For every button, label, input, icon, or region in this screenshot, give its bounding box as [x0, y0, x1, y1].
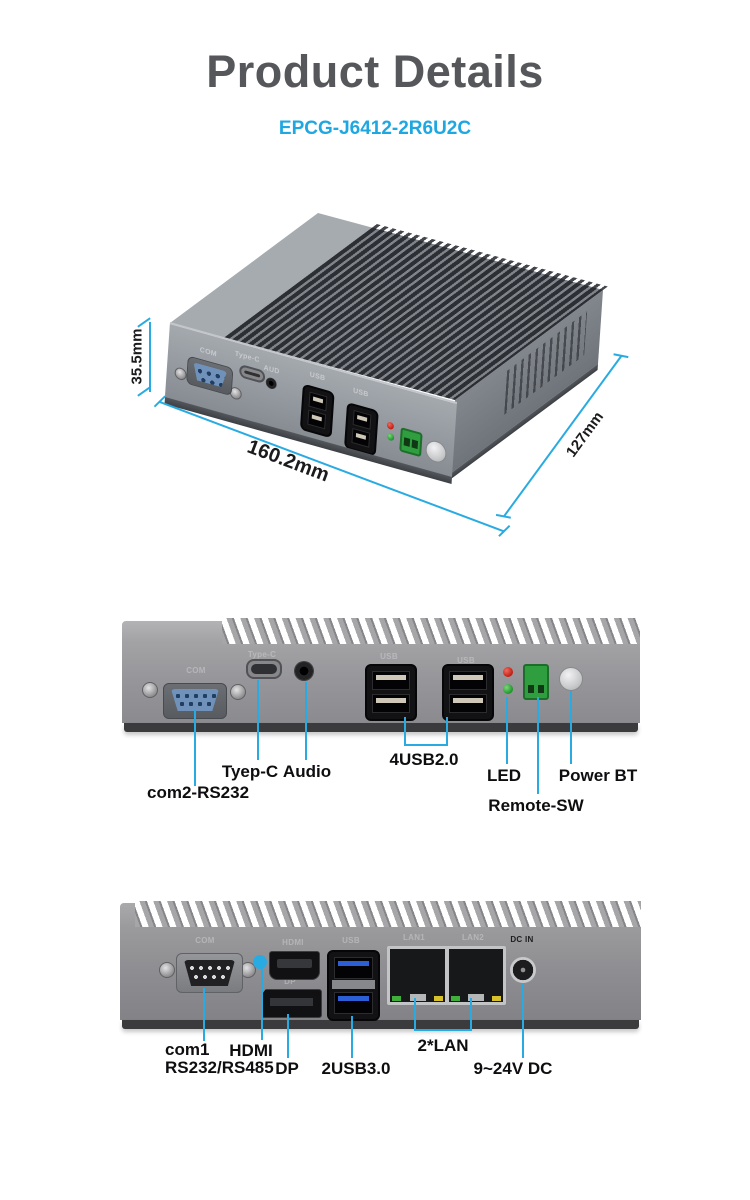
remote-switch-terminal-3d — [399, 427, 423, 458]
power-button-3d — [424, 438, 448, 466]
status-led-red — [503, 667, 513, 677]
com-port-pins — [192, 362, 227, 388]
callout-line-usb-left — [404, 717, 406, 746]
label-lan: 2*LAN — [417, 1036, 469, 1055]
com-port-3d — [186, 355, 234, 397]
label-hdmi: HDMI — [229, 1041, 273, 1060]
dim-height-line — [137, 317, 151, 397]
engraved-typec-label: Type-C — [247, 650, 277, 659]
label-com1-line2: RS232/RS485 — [165, 1058, 274, 1077]
label-power-bt: Power BT — [558, 766, 638, 785]
label-typec: Tyep-C — [221, 762, 279, 781]
callout-line-audio — [305, 682, 307, 760]
audio-jack-3d — [265, 376, 278, 391]
power-button — [559, 667, 583, 691]
engraved-usb-label: USB — [309, 371, 326, 383]
callout-line-hdmi — [261, 966, 263, 1040]
com2-port-pins — [171, 689, 219, 711]
dc-in-jack — [510, 957, 536, 983]
screw-post — [159, 962, 175, 978]
usb2-stack-2 — [442, 664, 494, 721]
callout-line-com1 — [203, 988, 205, 1041]
label-com1-line1: com1 — [165, 1040, 210, 1059]
engraved-usb-label: USB — [352, 387, 369, 399]
rear-panel-heatsink-teeth — [135, 901, 641, 927]
callout-line-dc — [522, 983, 524, 1058]
callout-line-lan1 — [414, 998, 416, 1031]
com1-serial-port — [176, 953, 243, 993]
rear-panel-view: COM HDMI DP USB LAN1 LAN2 DC IN — [120, 901, 641, 1029]
front-panel-view: COM Type-C USB USB — [122, 618, 640, 732]
label-dp: DP — [275, 1059, 299, 1078]
typec-port-3d — [238, 363, 266, 385]
engraved-lan1-label: LAN1 — [402, 933, 426, 942]
audio-jack — [294, 661, 314, 681]
engraved-com-label: COM — [195, 936, 215, 945]
usb3-stack — [327, 950, 380, 1021]
callout-line-typec — [257, 680, 259, 760]
callout-line-lan2 — [470, 998, 472, 1031]
remote-switch-terminal — [523, 664, 549, 700]
engraved-audio-label: AUD — [263, 364, 280, 376]
engraved-dcin-label: DC IN — [510, 935, 534, 944]
callout-line-remote — [537, 697, 539, 794]
callout-line-com2 — [194, 710, 196, 786]
engraved-usb-label: USB — [342, 936, 360, 945]
engraved-typec-label: Type-C — [234, 350, 260, 365]
callout-line-dp — [287, 1014, 289, 1058]
engraved-com-label: COM — [186, 666, 206, 675]
label-usb2: 4USB2.0 — [389, 750, 459, 769]
label-led: LED — [487, 766, 521, 785]
engraved-dp-label: DP — [284, 977, 296, 986]
status-led-green — [503, 684, 513, 694]
engraved-usb-label: USB — [380, 652, 398, 661]
typec-port — [246, 659, 282, 679]
lan1-port — [387, 946, 448, 1005]
callout-dot-hdmi — [253, 955, 267, 969]
lan2-port — [446, 946, 506, 1005]
usb2-stack-3d — [299, 383, 335, 439]
status-led-red-3d — [386, 421, 395, 431]
label-com1: com1 RS232/RS485 — [165, 1041, 274, 1077]
engraved-com-label: COM — [199, 346, 218, 359]
front-panel-heatsink-teeth — [222, 618, 640, 644]
callout-line-power — [570, 691, 572, 764]
status-led-green-3d — [386, 432, 395, 442]
callout-bracket-usb — [404, 744, 448, 746]
rear-panel-base — [122, 1020, 639, 1029]
screw-post — [142, 682, 158, 698]
usb2-stack-1 — [365, 664, 417, 721]
label-dc-power: 9~24V DC — [473, 1059, 553, 1078]
callout-line-usb3 — [351, 1016, 353, 1058]
screw-post — [174, 366, 187, 382]
model-number: EPCG-J6412-2R6U2C — [278, 118, 472, 139]
callout-line-led — [506, 697, 508, 764]
hdmi-port — [269, 951, 320, 980]
callout-bracket-lan — [414, 1029, 472, 1031]
front-panel-base — [124, 723, 638, 732]
engraved-usb-label: USB — [457, 656, 475, 665]
dim-height-label: 35.5mm — [128, 328, 146, 385]
label-com2: com2-RS232 — [147, 783, 250, 802]
page-title: Product Details — [206, 46, 544, 97]
callout-line-usb-right — [446, 717, 448, 746]
label-remote-sw: Remote-SW — [488, 796, 584, 815]
label-audio: Audio — [282, 762, 332, 781]
dp-port — [261, 989, 322, 1018]
engraved-lan2-label: LAN2 — [461, 933, 485, 942]
screw-post — [230, 684, 246, 700]
label-usb3: 2USB3.0 — [321, 1059, 391, 1078]
engraved-hdmi-label: HDMI — [282, 938, 304, 947]
com1-port-pins — [184, 960, 235, 986]
